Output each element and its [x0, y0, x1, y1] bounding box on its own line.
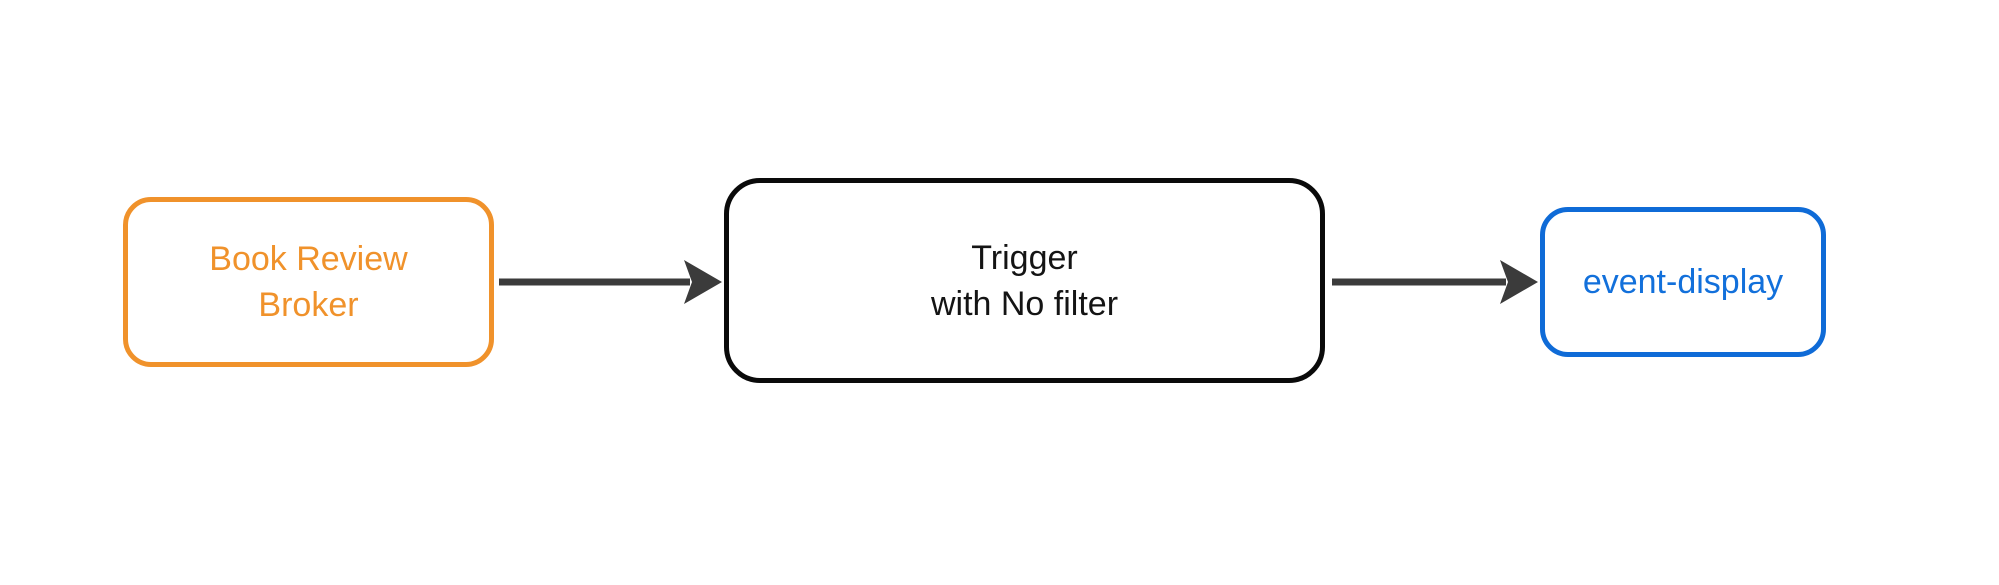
node-trigger-with-no-filter[interactable]: Trigger with No filter: [724, 178, 1325, 383]
edge-broker-to-trigger: [499, 260, 722, 304]
edge-trigger-to-event-display: [1332, 260, 1538, 304]
node-event-display[interactable]: event-display: [1540, 207, 1826, 357]
arrowhead-icon: [1500, 260, 1538, 304]
node-book-review-broker[interactable]: Book Review Broker: [123, 197, 494, 367]
arrowhead-icon: [684, 260, 722, 304]
